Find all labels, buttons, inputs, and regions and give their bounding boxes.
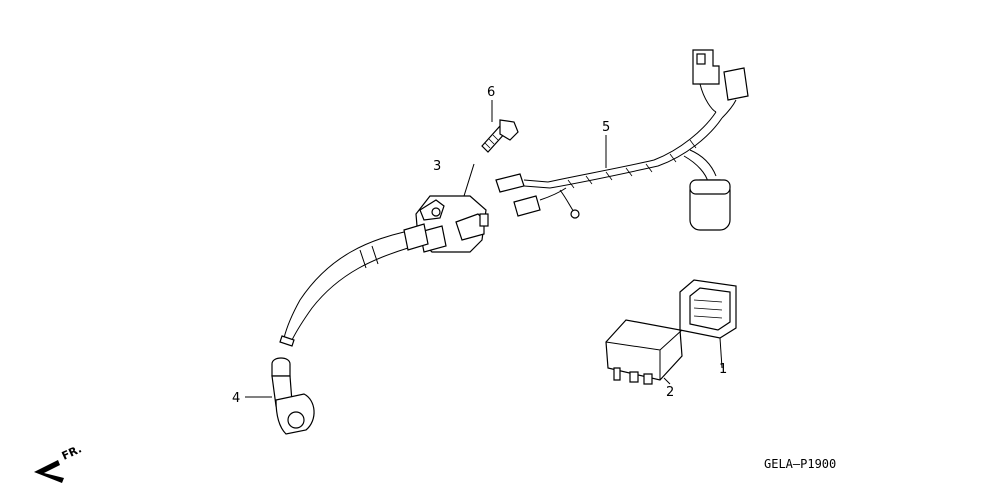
diagram-code: GELA–P1900 [764, 457, 836, 471]
relay-socket-part [679, 279, 737, 369]
callout-5: 5 [602, 120, 610, 135]
spark-plug-cable [279, 223, 429, 347]
callout-3: 3 [433, 159, 441, 174]
front-direction-indicator: FR. [34, 442, 84, 483]
callout-1: 1 [719, 362, 727, 377]
callout-4: 4 [232, 391, 240, 406]
callout-6: 6 [487, 85, 495, 100]
callout-2: 2 [666, 385, 674, 400]
relay-unit-part [605, 319, 683, 385]
ignition-coil-part [415, 163, 489, 253]
bolt-part [481, 100, 519, 153]
front-indicator-label: FR. [60, 442, 84, 462]
wire-harness-part [495, 49, 749, 231]
front-arrow-icon [34, 460, 64, 483]
spark-plug-cap-part [245, 357, 315, 435]
